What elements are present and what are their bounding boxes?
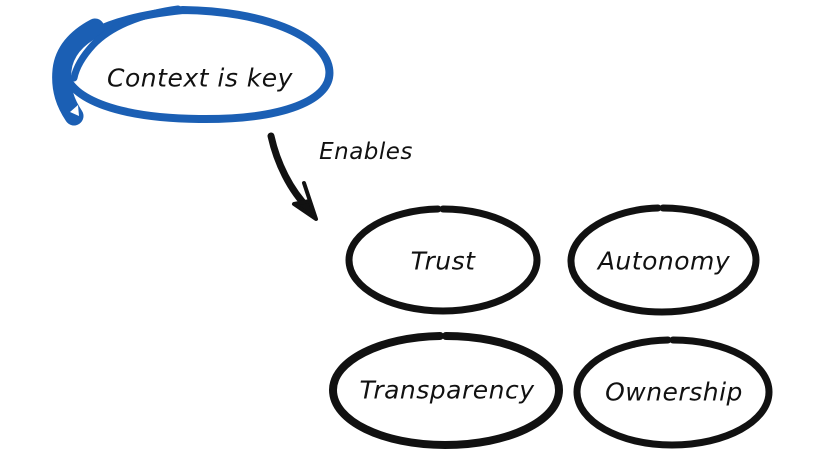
- node-ellipse-transparency-stroke: [329, 332, 563, 449]
- center-ellipse-wedge-notch: [70, 105, 79, 116]
- enables-arrow-head: [292, 181, 318, 221]
- node-label-trust: Trust: [410, 246, 476, 276]
- connector-label-enables: Enables: [319, 139, 413, 165]
- node-ellipse-ownership-stroke: [573, 336, 773, 449]
- center-ellipse-thick-wedge: [52, 18, 105, 126]
- enables-arrow: [267, 132, 318, 221]
- enables-arrow-shaft: [267, 132, 313, 213]
- center-ellipse-blue: [52, 5, 334, 126]
- node-ellipse-trust[interactable]: [345, 205, 541, 315]
- node-ellipse-ownership[interactable]: [573, 336, 773, 449]
- node-ellipse-autonomy-stroke: [567, 204, 760, 316]
- center-node-label: Context is key: [107, 63, 293, 93]
- node-label-ownership: Ownership: [605, 377, 743, 407]
- node-ellipse-autonomy[interactable]: [567, 204, 760, 316]
- node-ellipse-trust-stroke: [345, 205, 541, 315]
- node-label-autonomy: Autonomy: [597, 246, 731, 276]
- center-ellipse-overshoot-arc: [70, 5, 182, 82]
- node-ellipse-transparency[interactable]: [329, 332, 563, 449]
- node-label-transparency: Transparency: [359, 375, 535, 405]
